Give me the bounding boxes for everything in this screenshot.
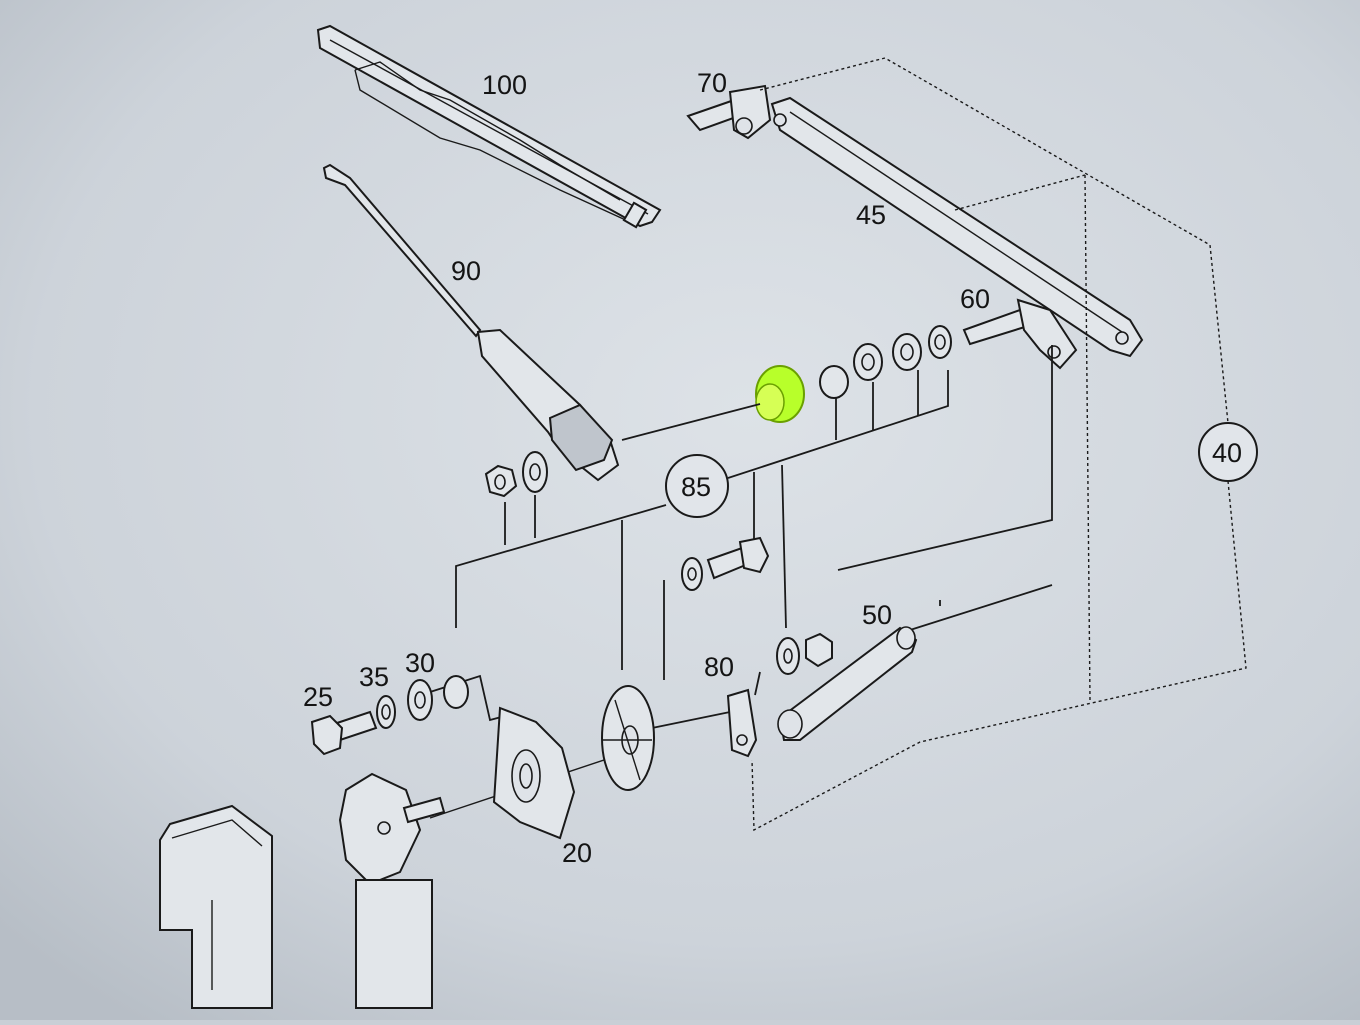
highlighted-cap [755, 365, 805, 423]
callout-80: 80 [704, 652, 734, 682]
connecting-link [777, 626, 918, 741]
callout-circle-85 [665, 454, 729, 518]
nut-washer-left [484, 451, 548, 498]
callout-85: 85 [681, 472, 711, 502]
spindle-70 [686, 84, 772, 140]
callout-40: 40 [1212, 438, 1242, 468]
crank-disc [601, 685, 655, 791]
wiper-arm [322, 163, 620, 482]
callout-100: 100 [482, 70, 527, 100]
wiper-motor [338, 772, 446, 1009]
spindle-60 [962, 298, 1078, 370]
bolt-25 [310, 710, 378, 756]
callout-20: 20 [562, 838, 592, 868]
mount-plate [492, 706, 576, 840]
upper-washers [819, 325, 952, 399]
callout-25: 25 [303, 682, 333, 712]
callout-70: 70 [697, 68, 727, 98]
crank-bracket [726, 688, 758, 758]
callout-45: 45 [856, 200, 886, 230]
nut-washer-80 [776, 632, 833, 675]
bolt-85 [681, 536, 770, 591]
callout-90: 90 [451, 256, 481, 286]
wiper-blade [316, 24, 662, 229]
callout-35: 35 [359, 662, 389, 692]
callout-60: 60 [960, 284, 990, 314]
callout-30: 30 [405, 648, 435, 678]
linkage-rod [770, 96, 1144, 358]
bushings-30-35 [376, 675, 469, 729]
motor-cover [159, 804, 273, 1009]
callout-50: 50 [862, 600, 892, 630]
